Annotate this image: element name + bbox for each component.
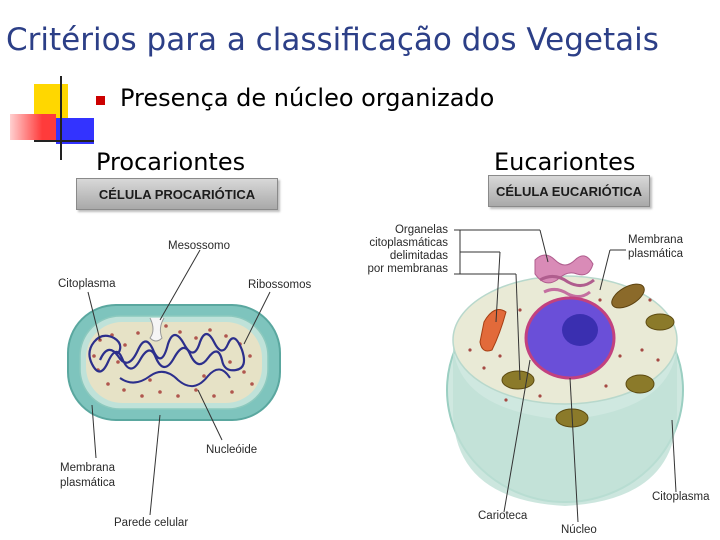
- label-organelas-4: por membranas: [362, 263, 448, 275]
- label-membrana-euk-1: Membrana: [628, 234, 683, 246]
- label-mesossomo: Mesossomo: [168, 240, 230, 252]
- label-ribossomos: Ribossomos: [248, 279, 311, 291]
- label-membrana-prok-2: plasmática: [60, 477, 115, 489]
- label-membrana-prok-1: Membrana: [60, 462, 115, 474]
- label-citoplasma-euk: Citoplasma: [652, 491, 710, 503]
- label-nucleoide: Nucleóide: [206, 444, 257, 456]
- label-carioteca: Carioteca: [478, 510, 527, 522]
- eukaryotic-cell: [447, 230, 683, 522]
- label-parede-celular: Parede celular: [114, 517, 188, 529]
- label-nucleo: Núcleo: [561, 524, 597, 536]
- label-membrana-euk-2: plasmática: [628, 248, 683, 260]
- label-citoplasma-prok: Citoplasma: [58, 278, 116, 290]
- label-organelas-2: citoplasmáticas: [362, 237, 448, 249]
- nucleolus: [562, 314, 598, 346]
- label-organelas-1: Organelas: [372, 224, 448, 236]
- label-organelas-3: delimitadas: [372, 250, 448, 262]
